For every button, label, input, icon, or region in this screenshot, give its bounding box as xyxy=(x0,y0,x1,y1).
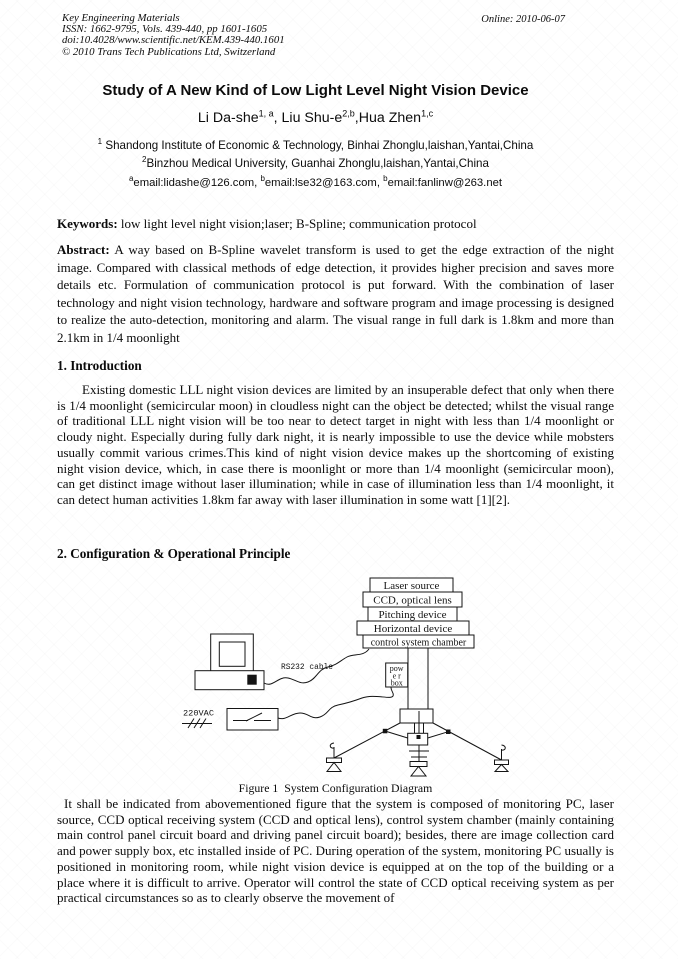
rs232-cable: RS232 cable xyxy=(263,648,370,685)
abstract-paragraph: Abstract: A way based on B-Spline wavele… xyxy=(57,241,614,347)
ccd-optical-lens-label: CCD, optical lens xyxy=(373,595,452,607)
journal-copyright-line: © 2010 Trans Tech Publications Ltd, Swit… xyxy=(62,45,276,58)
tripod-mount-plate xyxy=(399,708,434,724)
author-2-sup: 2,b xyxy=(342,108,355,119)
tripod-clamp xyxy=(407,732,429,746)
right-foot-triangle xyxy=(493,763,510,772)
journal-name: Key Engineering Materials xyxy=(62,12,180,24)
vac-label: 220VAC xyxy=(183,709,214,719)
tripod-left-leg xyxy=(333,722,401,759)
clamp-pin xyxy=(416,735,421,739)
author-3-sup: 1,c xyxy=(421,108,434,119)
affiliation-1-sup: 1 xyxy=(97,137,103,147)
author-2: Liu Shu-e xyxy=(281,110,343,126)
abstract-text: A way based on B-Spline wavelet transfor… xyxy=(57,242,614,345)
email-3: email:fanlinw@263.net xyxy=(387,177,503,189)
monitoring-pc xyxy=(194,633,265,691)
power-box-label-2: e r xyxy=(393,672,402,681)
control-system-chamber-box xyxy=(362,634,475,649)
ac-source: 220VAC xyxy=(182,709,214,729)
keywords-label: Keywords: xyxy=(57,216,118,231)
vac-symbol-slashes xyxy=(187,718,207,729)
device-stack: Laser source CCD, optical lens Pitching … xyxy=(356,577,475,649)
left-foot-triangle xyxy=(325,761,343,772)
online-date: Online: 2010-06-07 xyxy=(481,14,565,25)
affiliation-2-sup: 2 xyxy=(142,155,147,165)
power-box: pow e r box xyxy=(385,662,409,688)
rs232-cable-label: RS232 cable xyxy=(281,662,333,672)
center-leg-crossbars xyxy=(409,750,429,758)
system-unit-slot xyxy=(247,674,257,685)
section-1-heading: 1. Introduction xyxy=(57,358,142,373)
tripod-right-leg xyxy=(432,722,502,761)
affiliation-2: 2Binzhou Medical University, Guanhai Zho… xyxy=(57,155,614,170)
affiliation-2-text: Binzhou Medical University, Guanhai Zhon… xyxy=(146,157,489,170)
email-2: email:lse32@163.com, xyxy=(264,177,384,189)
author-3: Hua Zhen xyxy=(358,110,422,126)
section-2-heading: 2. Configuration & Operational Principle xyxy=(57,546,291,561)
system-unit xyxy=(194,670,265,691)
authors-line: Li Da-she1, a, Liu Shu-e2,b,Hua Zhen1,c xyxy=(57,108,614,126)
affiliation-1: 1 Shandong Institute of Economic & Techn… xyxy=(57,137,614,152)
rs232-cable-line xyxy=(263,648,370,685)
email-1-sup: a xyxy=(128,174,134,184)
abstract-label: Abstract: xyxy=(57,242,110,257)
email-1: email:lidashe@126.com, xyxy=(133,177,261,189)
affiliation-1-text: Shandong Institute of Economic & Technol… xyxy=(102,139,534,152)
switch-symbol xyxy=(233,712,271,722)
mount-to-clamp-lines xyxy=(414,723,424,734)
journal-header: Key Engineering Materials ISSN: 1662-979… xyxy=(62,12,285,58)
figure-1-diagram: Laser source CCD, optical lens Pitching … xyxy=(170,568,530,783)
right-foot-flag xyxy=(501,744,506,751)
keywords-text: low light level night vision;laser; B-Sp… xyxy=(117,216,477,231)
figure-1-caption: Figure 1 System Configuration Diagram xyxy=(238,781,433,795)
switch-to-power-cable xyxy=(277,687,394,720)
center-foot-triangle xyxy=(409,765,428,777)
control-system-chamber-label: control system chamber xyxy=(371,638,467,649)
power-switch xyxy=(226,687,394,731)
power-box-label-3: box xyxy=(391,679,403,688)
email-2-sup: b xyxy=(260,174,265,184)
section-1-paragraph: Existing domestic LLL night vision devic… xyxy=(57,382,614,507)
laser-source-label: Laser source xyxy=(384,580,440,592)
section-2-paragraph: It shall be indicated from abovementione… xyxy=(57,796,614,906)
email-3-sup: b xyxy=(383,174,388,184)
power-box-outline xyxy=(385,662,409,688)
author-1: Li Da-she xyxy=(197,110,259,126)
right-spreader xyxy=(427,731,449,739)
left-foot-flag xyxy=(329,742,335,749)
author-sep-1: , xyxy=(273,110,282,126)
journal-issn-line: ISSN: 1662-9795, Vols. 439-440, pp 1601-… xyxy=(62,23,268,36)
author-sep-2: , xyxy=(354,110,359,126)
author-1-sup: 1, a xyxy=(258,108,274,119)
emails-line: aemail:lidashe@126.com, bemail:lse32@163… xyxy=(57,174,614,189)
left-spreader xyxy=(384,730,408,739)
support-column xyxy=(407,648,429,709)
tripod xyxy=(325,708,510,777)
horizontal-device-label: Horizontal device xyxy=(374,623,453,635)
power-box-label-1: pow xyxy=(390,664,404,673)
journal-doi-line: doi:10.4028/www.scientific.net/KEM.439-4… xyxy=(62,34,285,47)
monitor-screen xyxy=(218,641,246,667)
switch-box xyxy=(226,708,279,731)
pitching-device-label: Pitching device xyxy=(378,609,446,621)
keywords-line: Keywords: low light level night vision;l… xyxy=(57,216,614,232)
page-title: Study of A New Kind of Low Light Level N… xyxy=(102,82,529,99)
